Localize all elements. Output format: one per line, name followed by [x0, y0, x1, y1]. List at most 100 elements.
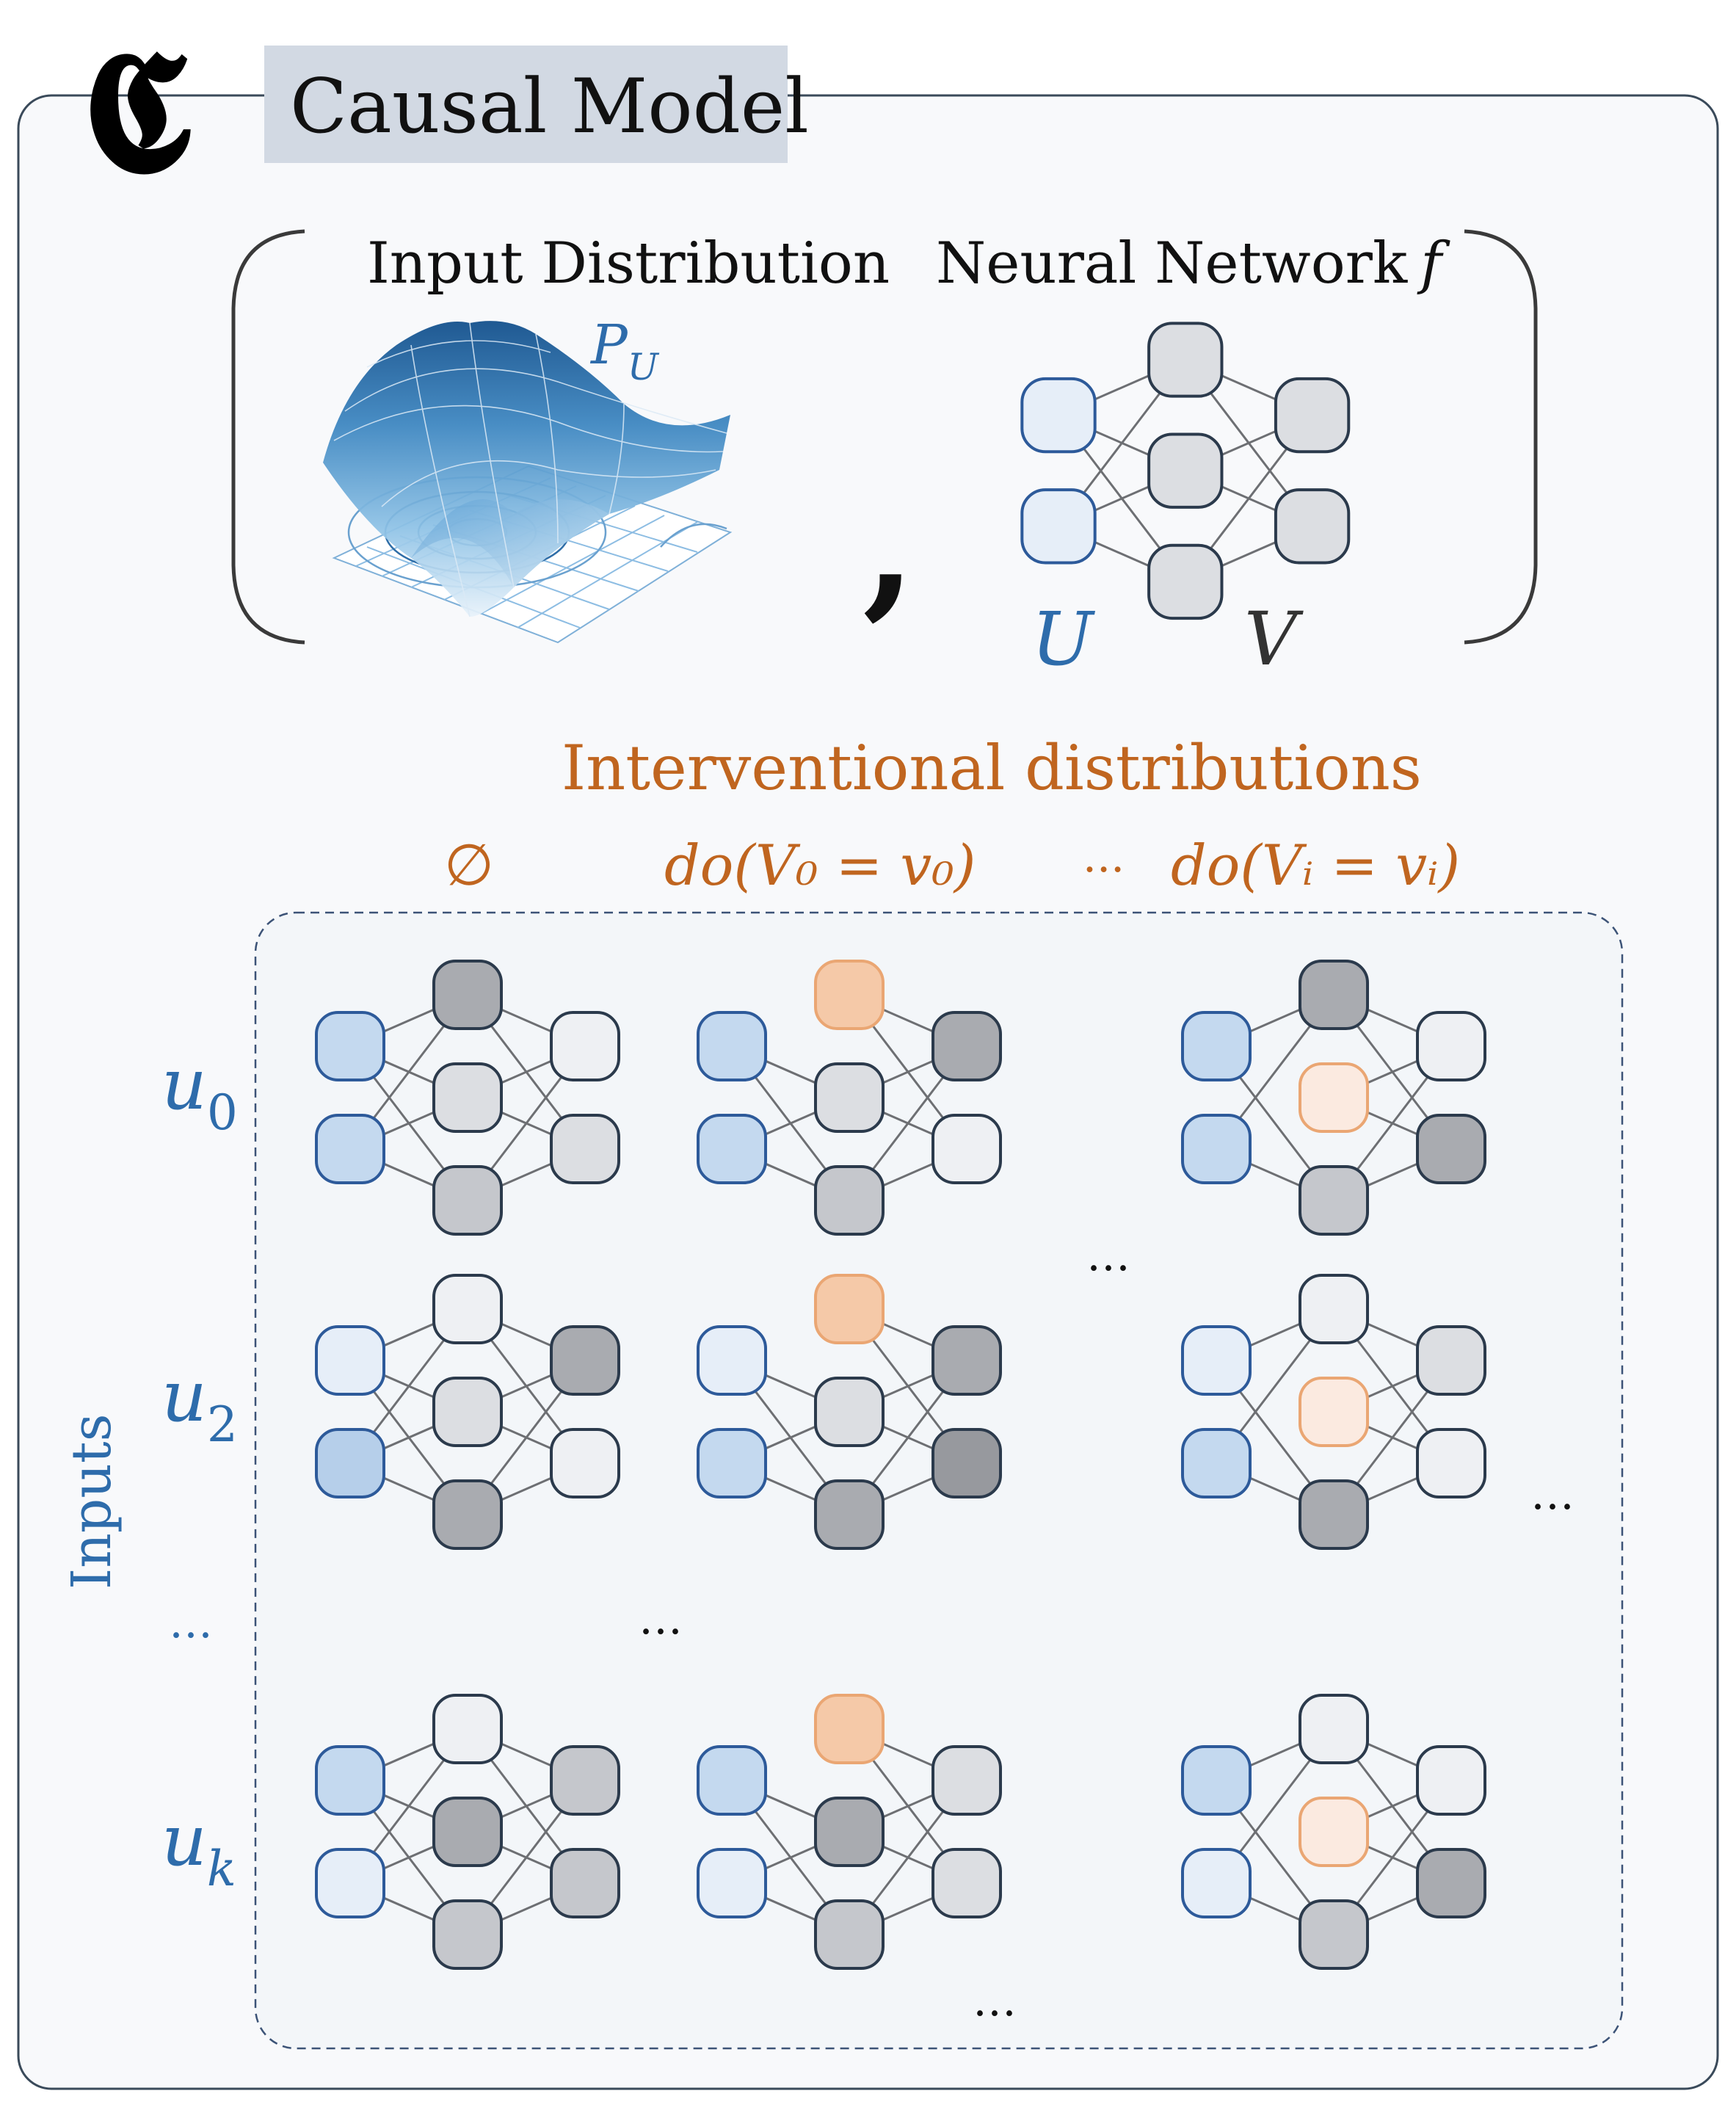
hidden-node — [1299, 1274, 1369, 1344]
input-node — [1181, 1114, 1252, 1184]
intervened-node — [1299, 1062, 1369, 1133]
output-node — [1416, 1011, 1486, 1081]
grid-middle-ellipsis: … — [1086, 1230, 1130, 1281]
output-node — [550, 1114, 620, 1184]
hidden-node — [432, 1377, 503, 1447]
output-node — [931, 1848, 1002, 1918]
output-node — [1416, 1848, 1486, 1918]
hidden-node — [432, 1797, 503, 1867]
intervened-node — [814, 960, 885, 1030]
row-label-uk: uk — [161, 1800, 236, 1897]
row-label-u2: u2 — [161, 1355, 238, 1453]
input-node — [1181, 1325, 1252, 1396]
neural-network — [315, 960, 620, 1236]
neural-network — [697, 960, 1002, 1236]
input-node — [315, 1848, 385, 1918]
grid-row-gap-ellipsis: … — [639, 1593, 683, 1645]
neural-network-diagram — [1020, 322, 1351, 620]
intervention-col-0: ∅ — [444, 833, 494, 899]
output-node — [1416, 1114, 1486, 1184]
output-node — [550, 1011, 620, 1081]
neural-network — [1181, 1694, 1486, 1970]
row-label-u0: u0 — [161, 1043, 238, 1141]
input-node — [697, 1745, 767, 1816]
input-node — [697, 1114, 767, 1184]
output-node — [1416, 1428, 1486, 1498]
input-node — [315, 1428, 385, 1498]
input-node — [315, 1745, 385, 1816]
distribution-symbol: PU — [589, 313, 660, 388]
output-node — [931, 1114, 1002, 1184]
inputs-axis-label: Inputs — [60, 1413, 123, 1590]
neural-network — [315, 1694, 620, 1970]
title-label: Causal Model — [290, 63, 809, 151]
intervention-col-3: do(Vᵢ = vᵢ) — [1171, 833, 1460, 898]
input-node — [1020, 377, 1097, 454]
hidden-node — [814, 1377, 885, 1447]
intervened-node — [814, 1274, 885, 1344]
neural-network — [315, 1274, 620, 1550]
row-label-ellipsis: … — [169, 1597, 213, 1648]
neural-network — [1181, 1274, 1486, 1550]
input-node — [697, 1325, 767, 1396]
output-node — [550, 1848, 620, 1918]
input-layer-label: U — [1031, 596, 1096, 682]
input-node — [697, 1848, 767, 1918]
input-node — [315, 1114, 385, 1184]
tuple-comma: , — [862, 454, 916, 635]
hidden-node — [432, 1274, 503, 1344]
hidden-node — [1147, 432, 1224, 509]
intervened-node — [1299, 1377, 1369, 1447]
hidden-node — [1299, 1694, 1369, 1764]
intervention-col-2: ··· — [1083, 844, 1125, 896]
right-paren — [1464, 229, 1538, 645]
hidden-node — [432, 1165, 503, 1236]
output-node — [550, 1325, 620, 1396]
hidden-node — [432, 1694, 503, 1764]
input-node — [697, 1011, 767, 1081]
neural-network — [1020, 322, 1351, 620]
output-node — [1416, 1745, 1486, 1816]
intervened-node — [1299, 1797, 1369, 1867]
hidden-node — [1299, 1165, 1369, 1236]
output-node — [931, 1745, 1002, 1816]
neural-network — [1181, 960, 1486, 1236]
input-node — [315, 1325, 385, 1396]
grid-bottom-ellipsis: … — [973, 1975, 1017, 2026]
hidden-node — [814, 1797, 885, 1867]
grid-right-ellipsis: … — [1530, 1468, 1575, 1520]
input-node — [697, 1428, 767, 1498]
input-node — [1181, 1745, 1252, 1816]
left-paren — [231, 229, 305, 645]
intervention-grid — [315, 960, 1486, 1970]
intervention-col-1: do(V₀ = v₀) — [664, 833, 976, 898]
hidden-node — [1299, 1479, 1369, 1550]
input-node — [1181, 1428, 1252, 1498]
hidden-node — [432, 1062, 503, 1133]
input-distribution-label: Input Distribution — [367, 231, 890, 297]
output-node — [1274, 377, 1351, 454]
input-node — [1181, 1011, 1252, 1081]
output-node — [1274, 488, 1351, 565]
hidden-node — [814, 1165, 885, 1236]
input-node — [315, 1011, 385, 1081]
hidden-node — [814, 1899, 885, 1970]
output-node — [931, 1011, 1002, 1081]
output-node — [931, 1325, 1002, 1396]
input-node — [1181, 1848, 1252, 1918]
interventions-heading: Interventional distributions — [562, 732, 1422, 804]
hidden-node — [1147, 322, 1224, 398]
hidden-node — [814, 1062, 885, 1133]
output-node — [931, 1428, 1002, 1498]
output-node — [550, 1745, 620, 1816]
output-node — [550, 1428, 620, 1498]
hidden-node — [432, 1899, 503, 1970]
hidden-node — [1299, 960, 1369, 1030]
gaussian-surface-plot — [323, 321, 733, 644]
neural-network — [697, 1694, 1002, 1970]
hidden-node — [814, 1479, 885, 1550]
intervened-node — [814, 1694, 885, 1764]
hidden-node — [1299, 1899, 1369, 1970]
